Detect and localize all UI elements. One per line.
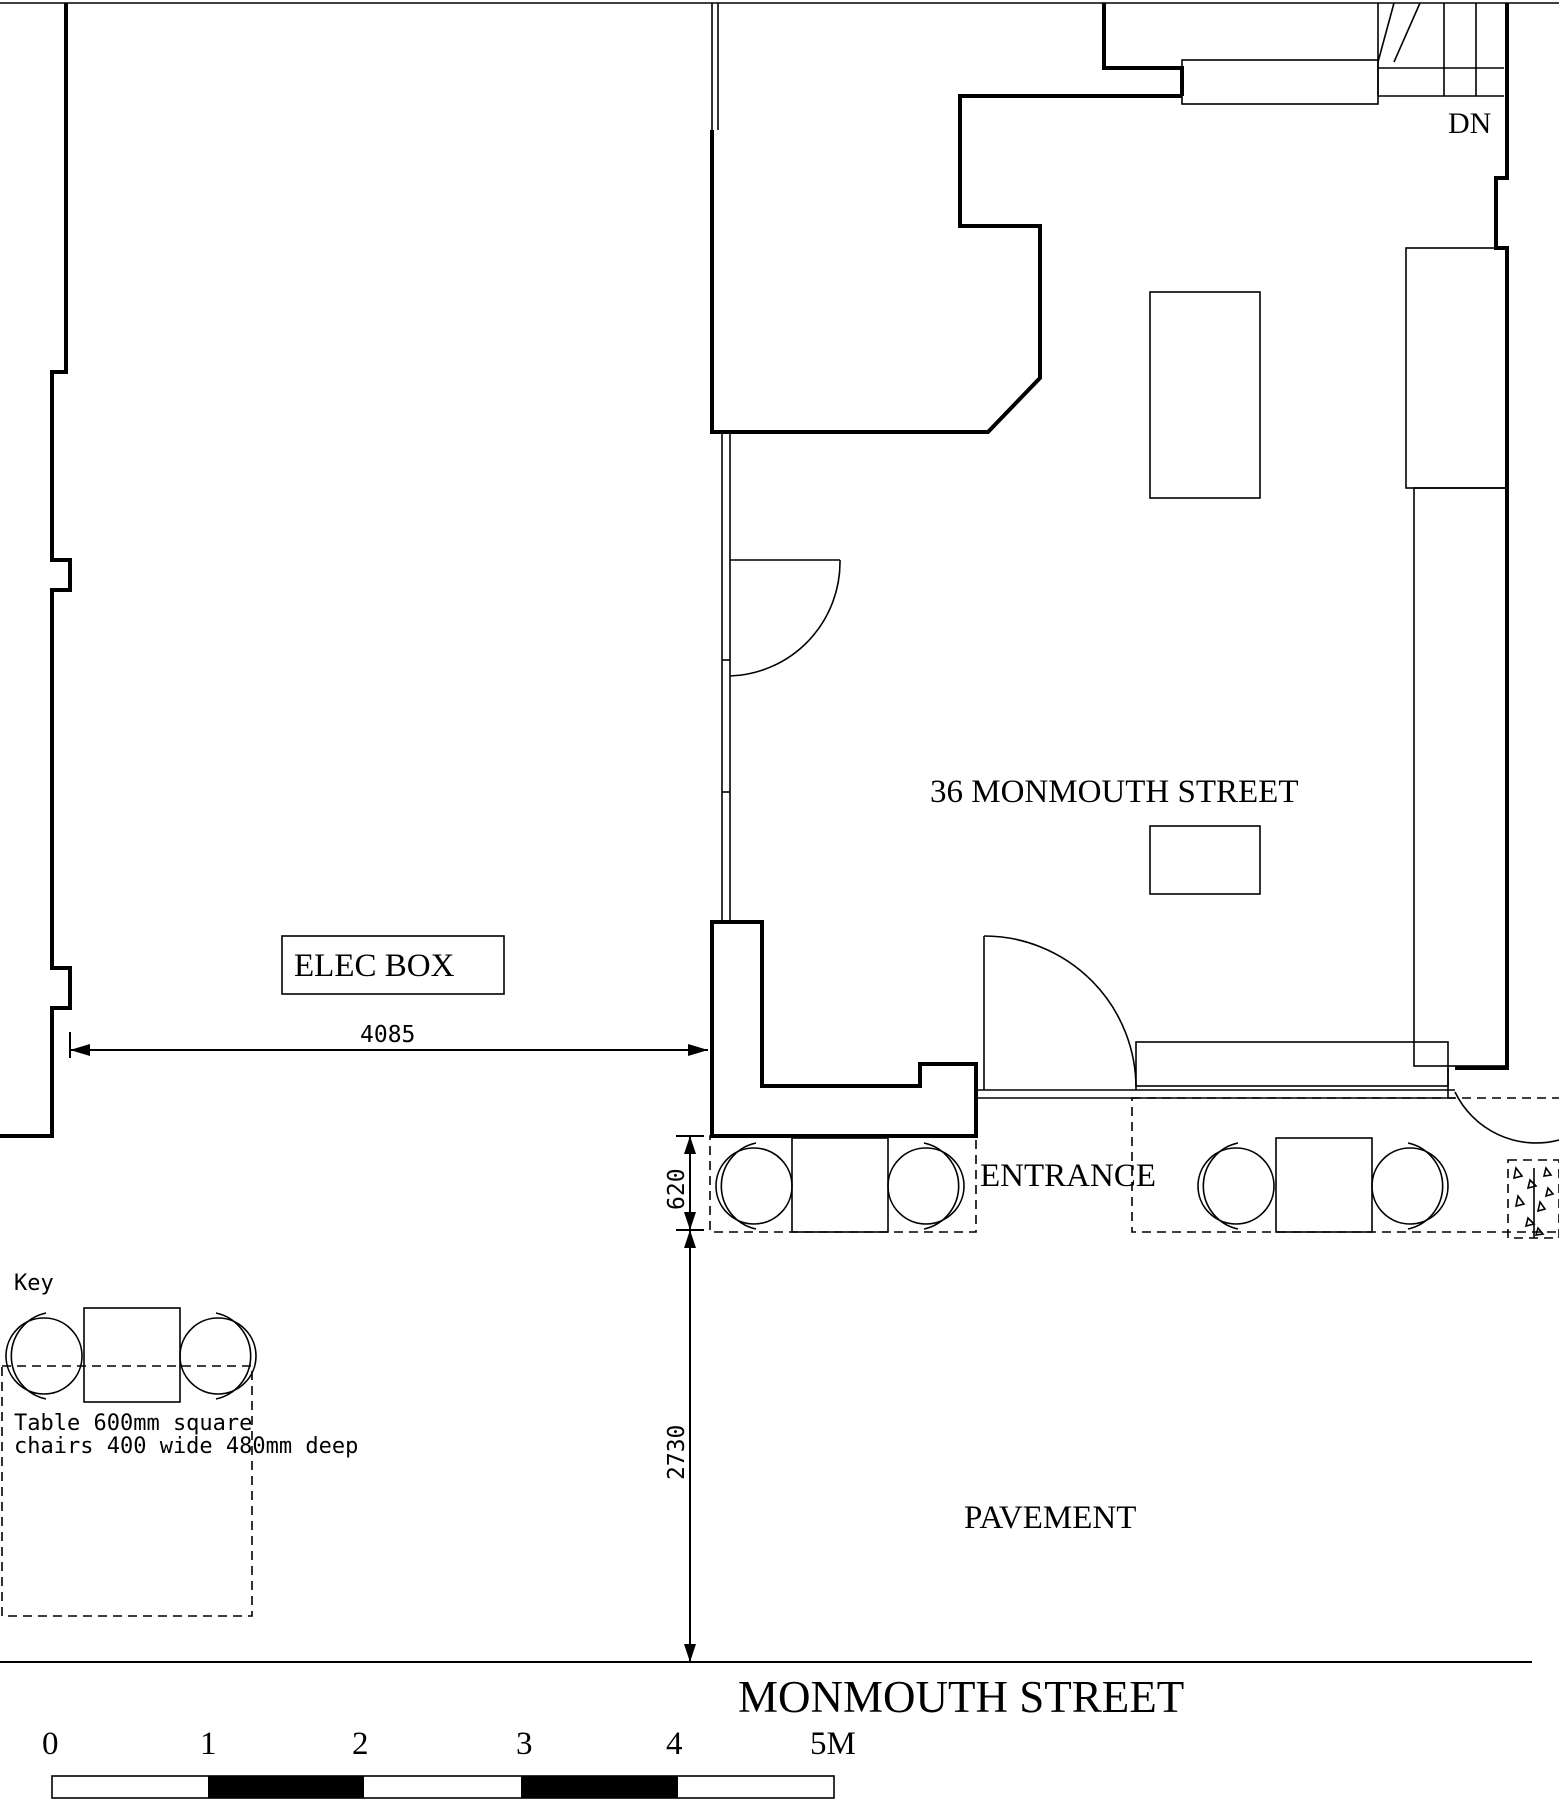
table-set-right <box>1197 1137 1449 1233</box>
right-party-wall <box>1455 3 1509 1070</box>
display-table-large <box>1149 291 1261 499</box>
street-label: MONMOUTH STREET <box>738 1672 1184 1722</box>
shopfront-wall <box>710 920 978 1138</box>
key-title: Key <box>14 1271 54 1296</box>
seating-zone-right <box>1131 1097 1559 1233</box>
planter <box>1507 1159 1559 1239</box>
front-window-bench <box>1135 1041 1449 1087</box>
left-neighbour-wall <box>0 3 72 1138</box>
side-door <box>729 559 841 677</box>
table-set-left <box>715 1137 965 1233</box>
scale-bar <box>51 1775 835 1799</box>
key-line-2: chairs 400 wide 480mm deep <box>14 1434 358 1459</box>
entrance-door <box>983 935 1137 1091</box>
stair-enclosure-wall <box>1102 3 1184 96</box>
dn-label: DN <box>1448 107 1491 140</box>
scale-tick-5m: 5M <box>810 1726 856 1762</box>
scale-tick-1: 1 <box>200 1726 217 1762</box>
dimension-vertical <box>676 1135 704 1662</box>
elec-box-label: ELEC BOX <box>294 948 455 984</box>
top-window-frame <box>1181 59 1379 105</box>
right-counter-lower <box>1413 487 1507 1067</box>
corner-arc <box>1454 1091 1559 1144</box>
dimension-620-label: 620 <box>664 1168 690 1210</box>
dimension-2730-label: 2730 <box>664 1425 690 1480</box>
key-line-1: Table 600mm square <box>14 1411 252 1436</box>
staircase <box>1377 2 1504 97</box>
dimension-4085 <box>69 1032 708 1058</box>
pavement-label: PAVEMENT <box>964 1500 1136 1536</box>
elec-box-frame <box>281 935 505 995</box>
right-cabinet-upper <box>1405 247 1507 489</box>
scale-tick-4: 4 <box>666 1726 683 1762</box>
internal-core-wall <box>710 94 1182 434</box>
key-symbol <box>1 1307 257 1617</box>
display-table-small <box>1149 825 1261 895</box>
dimension-4085-label: 4085 <box>360 1022 415 1048</box>
seating-zone-left <box>709 1135 977 1233</box>
entrance-label: ENTRANCE <box>980 1158 1156 1194</box>
building-label: 36 MONMOUTH STREET <box>930 774 1299 810</box>
scale-tick-0: 0 <box>42 1726 59 1762</box>
scale-tick-3: 3 <box>516 1726 533 1762</box>
scale-tick-2: 2 <box>352 1726 369 1762</box>
